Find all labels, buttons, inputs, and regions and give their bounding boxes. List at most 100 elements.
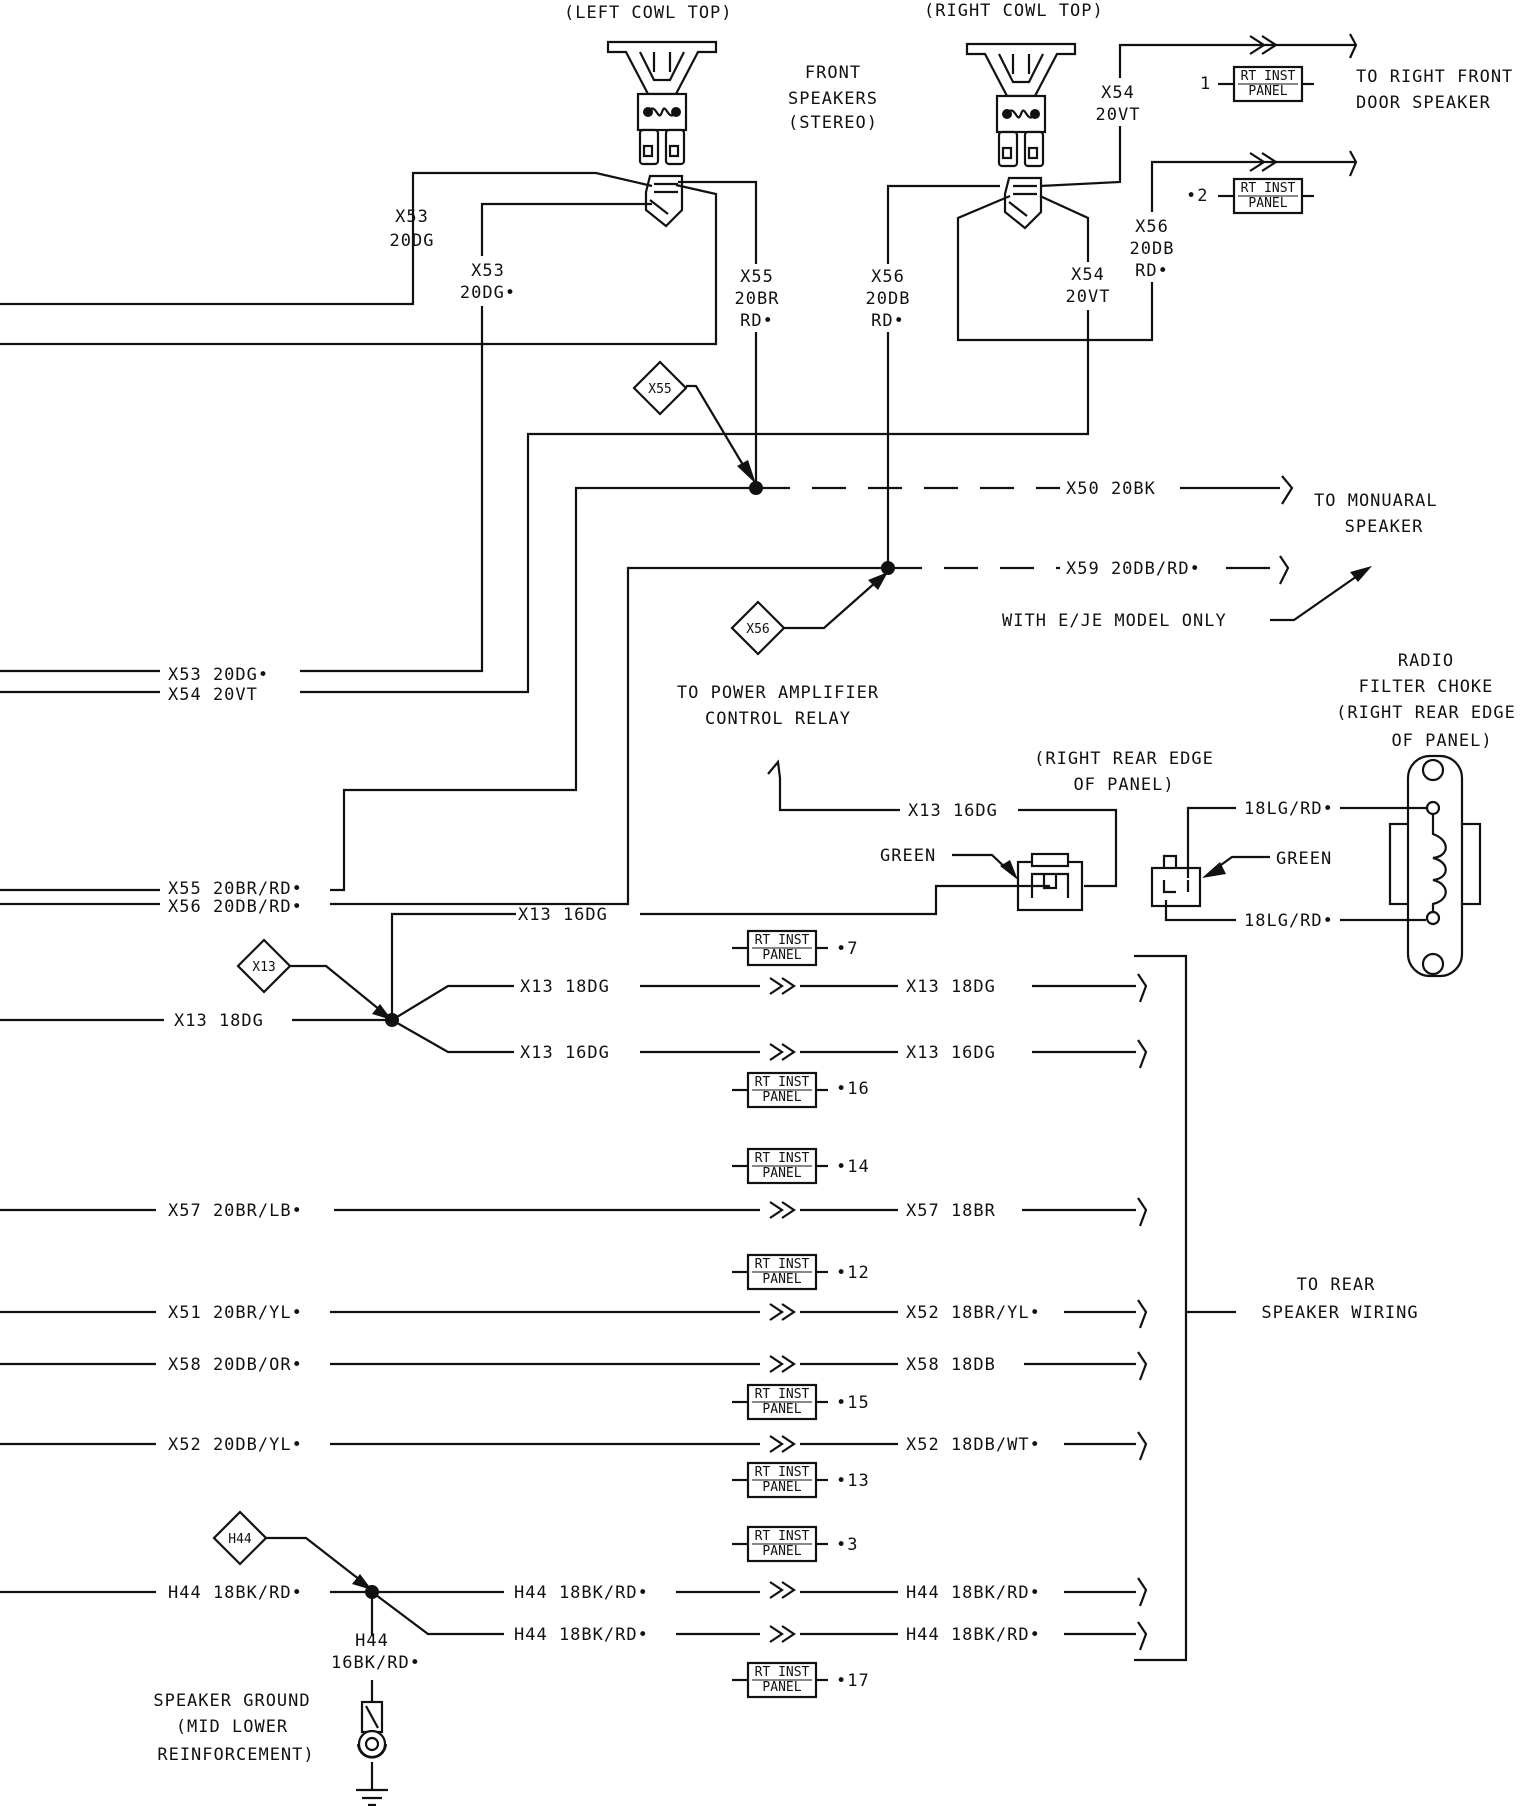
inline-connector-icon	[1249, 150, 1358, 177]
to-rear-label: SPEAKER WIRING	[1261, 1303, 1418, 1323]
wire-x55-left	[0, 486, 756, 892]
panel-label: PANEL	[1248, 84, 1287, 99]
to-monaural-label: TO MONUARAL	[1314, 491, 1438, 511]
wire-label-x54: X54	[1071, 265, 1105, 285]
connector-icon	[1150, 854, 1202, 908]
right-rear-edge-label: (RIGHT REAR EDGE	[1034, 749, 1214, 769]
splice-label: X56	[746, 622, 769, 637]
green-label: GREEN	[880, 846, 936, 866]
panel-ref: •14	[836, 1157, 870, 1177]
choke-icon	[1388, 754, 1482, 978]
panel-ref: •2	[1186, 186, 1208, 206]
wire-label-x57-right: X57 18BR	[906, 1201, 996, 1221]
wire-label-x53-left: X53 20DG•	[168, 665, 269, 685]
wire-label-x56-left: X56 20DB/RD•	[168, 897, 303, 917]
panel-label: RT INST	[755, 1665, 810, 1680]
wire-label-x13-top: X13 16DG	[518, 905, 608, 925]
wire-label-x57-left: X57 20BR/LB•	[168, 1201, 303, 1221]
panel-label: RT INST	[755, 1387, 810, 1402]
radio-filter-label: (RIGHT REAR EDGE	[1336, 703, 1516, 723]
wire-label-x13-left: X13 18DG	[174, 1011, 264, 1031]
splice-dot-x56	[881, 561, 895, 575]
panel-label: RT INST	[755, 1151, 810, 1166]
wire-label-x50: X50 20BK	[1066, 479, 1156, 499]
front-speakers-label: FRONT	[805, 63, 861, 83]
right-rear-edge-label: OF PANEL)	[1073, 775, 1174, 795]
wire-label-h44-down: H44	[355, 1631, 389, 1651]
panel-label: RT INST	[755, 1075, 810, 1090]
wire-label-h44-mid: H44 18BK/RD•	[514, 1625, 649, 1645]
wire-x50-end	[1180, 475, 1294, 505]
panel-label: PANEL	[762, 1272, 801, 1287]
radio-filter-label: RADIO	[1398, 651, 1454, 671]
wire-label-h44-mid: H44 18BK/RD•	[514, 1583, 649, 1603]
splice-dot-x55	[749, 481, 763, 495]
to-power-amp-label: TO POWER AMPLIFIER	[677, 683, 879, 703]
wire-x56-down	[886, 184, 1000, 568]
wire-label-x13-right: X13 18DG	[906, 977, 996, 997]
splice-label: X55	[648, 382, 671, 397]
wire-end-icon	[1137, 973, 1148, 1651]
speaker-icon	[606, 40, 718, 166]
panel-label: RT INST	[755, 933, 810, 948]
panel-label: PANEL	[762, 948, 801, 963]
panel-ref: •17	[836, 1671, 870, 1691]
wire-label-x51-left: X51 20BR/YL•	[168, 1303, 303, 1323]
panel-ref: •13	[836, 1471, 870, 1491]
to-monaural-label: SPEAKER	[1345, 517, 1424, 537]
panel-label: PANEL	[1248, 196, 1287, 211]
panel-label: RT INST	[755, 1257, 810, 1272]
wire-label-x54: 20VT	[1066, 287, 1111, 307]
splice-icon: X13	[236, 938, 292, 994]
wire-label-x52-right: X52 18BR/YL•	[906, 1303, 1041, 1323]
wire-label-x53: X53	[395, 207, 429, 227]
wire-label-x54: 20VT	[1096, 105, 1141, 125]
panel-label: PANEL	[762, 1544, 801, 1559]
right-cowl-top-label: (RIGHT COWL TOP)	[924, 1, 1104, 21]
wire-label-x13-mid: X13 18DG	[520, 977, 610, 997]
wire-label-x13-mid: X13 16DG	[520, 1043, 610, 1063]
splice-icon: H44	[212, 1510, 268, 1566]
wire-label-x56: X56	[1135, 217, 1169, 237]
panel-label: PANEL	[762, 1166, 801, 1181]
wire-x55-top	[0, 183, 718, 346]
wire-label-x56: RD•	[871, 311, 905, 331]
wire-label-lg-rd: 18LG/RD•	[1244, 911, 1334, 931]
front-speakers-label: SPEAKERS	[788, 89, 878, 109]
wire-label-x55: 20BR	[735, 289, 780, 309]
wire-h44-b	[371, 1591, 1136, 1636]
wire-lg-rd-a	[1186, 806, 1426, 878]
wire-label-x59: X59 20DB/RD•	[1066, 559, 1201, 579]
wire-label-h44-right: H44 18BK/RD•	[906, 1625, 1041, 1645]
wire-label-h44-right: H44 18BK/RD•	[906, 1583, 1041, 1603]
speaker-icon	[965, 42, 1077, 168]
green-label: GREEN	[1276, 849, 1332, 869]
wire-label-x56: X56	[871, 267, 905, 287]
panel-label: RT INST	[755, 1465, 810, 1480]
wire-label-x55: RD•	[740, 311, 774, 331]
ground-icon	[356, 1700, 388, 1806]
panel-ref: •12	[836, 1263, 870, 1283]
wire-label-lg-rd: 18LG/RD•	[1244, 799, 1334, 819]
wire-x13-top	[390, 884, 1050, 1020]
panel-label: RT INST	[1241, 181, 1296, 196]
radio-filter-label: FILTER CHOKE	[1359, 677, 1494, 697]
panel-label: PANEL	[762, 1090, 801, 1105]
panel-ref: •7	[836, 939, 858, 959]
inline-connector-icon	[1249, 33, 1358, 59]
wire-label-x52-left: X52 20DB/YL•	[168, 1435, 303, 1455]
with-eje-label: WITH E/JE MODEL ONLY	[1002, 611, 1227, 631]
wire-label-h44-left: H44 18BK/RD•	[168, 1583, 303, 1603]
panel-label: PANEL	[762, 1680, 801, 1695]
wire-label-x55-left: X55 20BR/RD•	[168, 879, 303, 899]
wire-label-x53: X53	[471, 261, 505, 281]
wire-x55-down	[678, 180, 758, 488]
panel-label: PANEL	[762, 1480, 801, 1495]
wire-label-x58-left: X58 20DB/OR•	[168, 1355, 303, 1375]
splice-icon: X55	[632, 360, 688, 416]
panel-label: RT INST	[1241, 69, 1296, 84]
panel-label: PANEL	[762, 1402, 801, 1417]
left-cowl-top-label: (LEFT COWL TOP)	[564, 3, 733, 23]
inline-connector-icon	[769, 977, 796, 1643]
front-speakers-label: (STEREO)	[788, 113, 878, 133]
